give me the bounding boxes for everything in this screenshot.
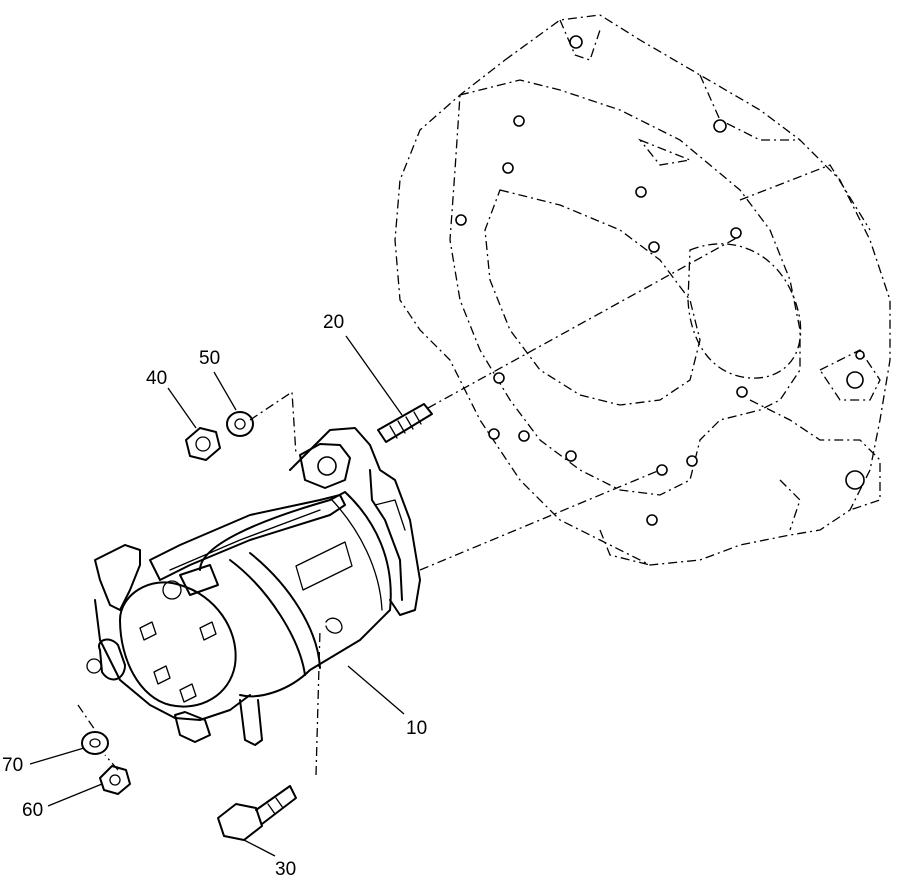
callout-20: 20 [323,312,344,333]
centerline-60-70 [77,704,119,771]
callout-60: 60 [22,800,43,821]
centerline-flange-to-housing [419,469,661,571]
centerline-40-50 [249,390,297,456]
nut-40 [185,427,221,461]
starter-motor [86,427,421,746]
callout-50: 50 [199,348,220,369]
centerline-stud-to-housing [427,235,741,409]
leader-60 [47,783,103,807]
leader-30 [243,839,276,857]
callout-70: 70 [2,755,23,776]
leader-40 [167,387,197,429]
bolt-30 [217,785,297,841]
callout-10: 10 [406,718,427,739]
washer-70 [81,731,109,755]
callout-40: 40 [146,368,167,389]
leader-10 [347,665,405,715]
leader-70 [29,747,85,765]
callout-30: 30 [275,859,296,880]
flywheel-housing [394,14,891,566]
stud-20 [377,403,433,443]
centerline-30 [315,629,321,776]
washer-50 [226,411,254,437]
nut-60 [99,765,131,795]
leader-50 [213,371,237,411]
leader-20 [345,335,403,416]
